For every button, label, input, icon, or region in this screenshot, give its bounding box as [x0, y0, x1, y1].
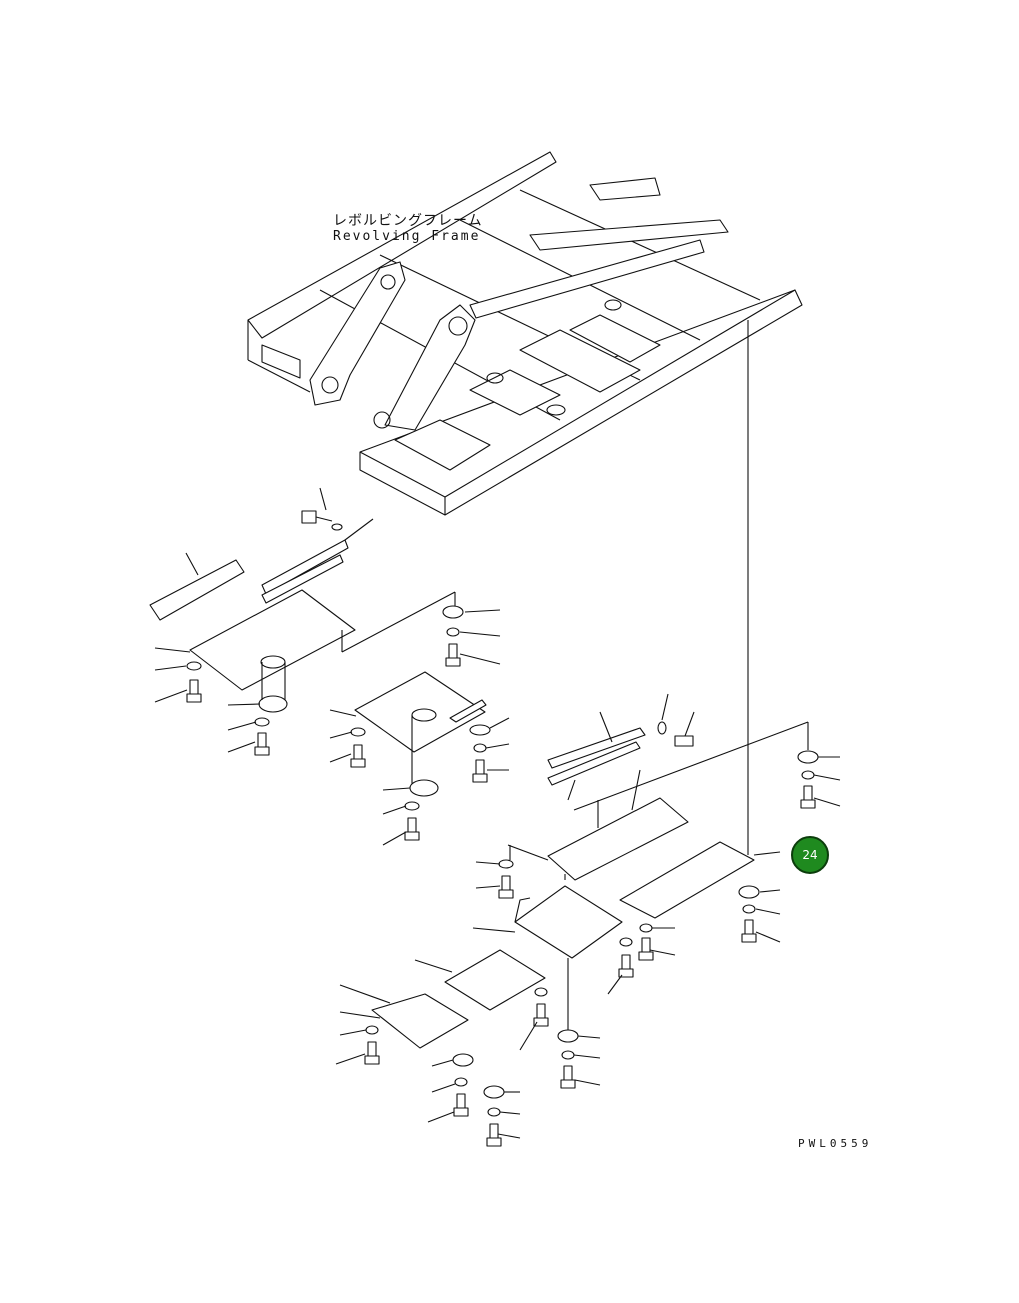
- drawing-code: PWL0559: [798, 1137, 873, 1150]
- left-cover-group: [149, 487, 456, 756]
- part-callout-badge[interactable]: 24: [791, 836, 829, 874]
- revolving-frame: [247, 151, 803, 516]
- centre-cover-group: [329, 605, 510, 846]
- right-cover-group: [475, 320, 841, 943]
- frame-label-jp: レボルビングフレーム: [333, 213, 483, 229]
- frame-label-en: Revolving Frame: [333, 229, 481, 244]
- bottom-cover-group: [335, 885, 676, 1147]
